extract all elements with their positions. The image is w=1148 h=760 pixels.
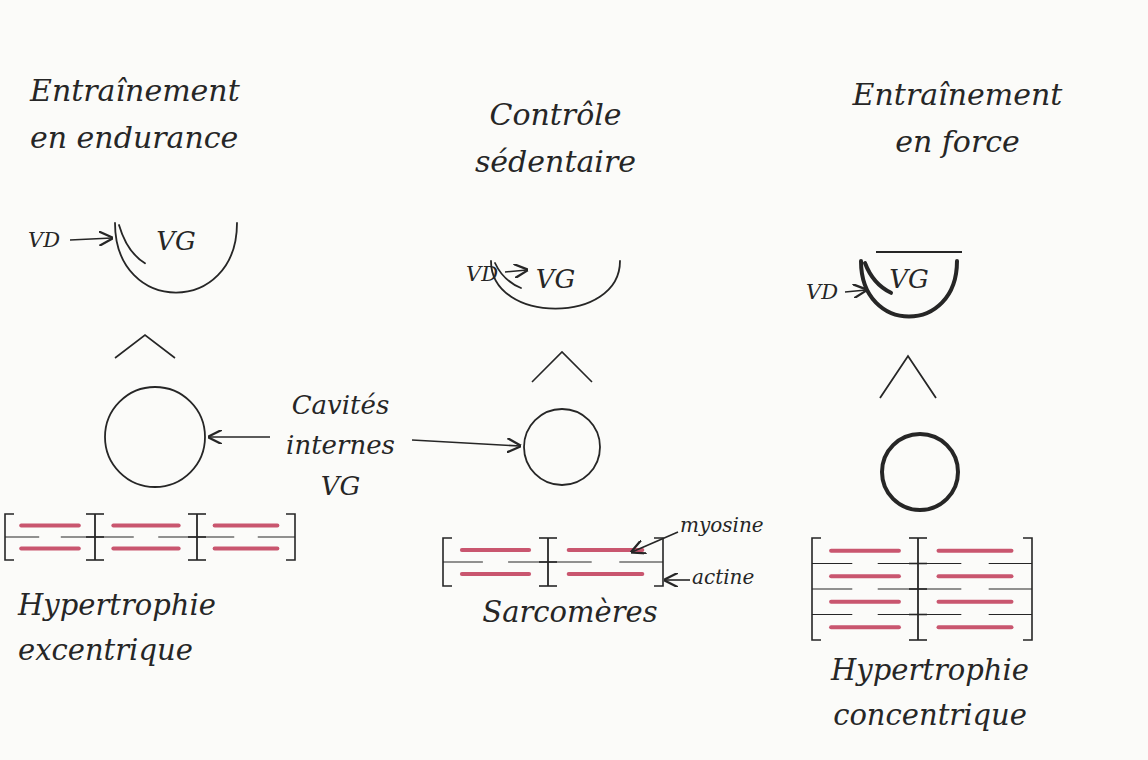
actin-filament bbox=[619, 561, 663, 562]
myosin-filament bbox=[21, 524, 79, 528]
chamber-label: VD bbox=[806, 276, 851, 309]
chamber-label: VD bbox=[466, 258, 511, 291]
actin-filament bbox=[5, 536, 39, 537]
pointer-arrow bbox=[505, 270, 527, 272]
actin-filament bbox=[878, 563, 962, 564]
septum-line bbox=[495, 263, 521, 288]
pointer-arrow bbox=[70, 238, 112, 240]
actin-filament bbox=[61, 536, 134, 537]
myosin-filament bbox=[215, 547, 278, 551]
hypertrophy-label: Hypertrophie concentrique bbox=[795, 648, 1065, 738]
leader-arrow bbox=[412, 440, 520, 446]
myosin-filament bbox=[939, 600, 1012, 604]
actin-filament bbox=[812, 614, 852, 615]
cavity-circle bbox=[882, 434, 958, 510]
z-tick bbox=[909, 537, 927, 539]
myosin-filament bbox=[831, 600, 899, 604]
column-heading: Contrôle sédentaire bbox=[448, 92, 663, 185]
myosin-filament bbox=[569, 572, 643, 576]
z-tick bbox=[909, 639, 927, 641]
cavity-label: Cavités internes VG bbox=[268, 385, 413, 506]
sarcomere bbox=[812, 538, 1032, 640]
myosin-filament bbox=[569, 548, 643, 552]
part-label: myosine bbox=[680, 510, 790, 541]
z-tick bbox=[539, 537, 557, 539]
myosin-filament bbox=[113, 524, 178, 528]
z-tick bbox=[188, 513, 206, 515]
pointer-arrow bbox=[845, 290, 866, 292]
myosin-filament bbox=[939, 574, 1012, 578]
myosin-filament bbox=[21, 547, 79, 551]
ventricle-outline: VG bbox=[112, 220, 240, 292]
myosin-filament bbox=[831, 574, 899, 578]
sarcomere bbox=[443, 538, 663, 586]
ventricle-outline: VG bbox=[488, 258, 623, 308]
leader-arrow bbox=[209, 436, 270, 438]
column-heading: Entraînement en force bbox=[830, 72, 1085, 165]
wall-line bbox=[876, 251, 962, 253]
chevron bbox=[115, 335, 175, 358]
ventricle-outline: VG bbox=[858, 258, 960, 316]
chevron bbox=[880, 356, 936, 398]
actin-filament bbox=[812, 563, 852, 564]
actin-filament bbox=[158, 536, 234, 537]
myosin-filament bbox=[113, 547, 178, 551]
z-tick bbox=[86, 513, 104, 515]
chevron bbox=[532, 352, 592, 382]
myosin-filament bbox=[462, 572, 529, 576]
actin-filament bbox=[812, 588, 852, 589]
chamber-label: VD bbox=[28, 224, 73, 257]
pointer-arrow bbox=[665, 579, 690, 581]
part-label: actine bbox=[692, 562, 792, 593]
hypertrophy-label: Hypertrophie excentrique bbox=[18, 583, 273, 673]
myosin-filament bbox=[939, 625, 1012, 629]
actin-filament bbox=[989, 563, 1032, 564]
column-heading: Entraînement en endurance bbox=[30, 68, 260, 161]
actin-filament bbox=[878, 614, 962, 615]
z-tick bbox=[86, 559, 104, 561]
actin-filament bbox=[443, 561, 483, 562]
z-tick bbox=[539, 585, 557, 587]
myosin-filament bbox=[831, 549, 899, 553]
myosin-filament bbox=[215, 524, 278, 528]
chamber-label: VG bbox=[112, 226, 240, 256]
chamber-label: VG bbox=[858, 264, 960, 294]
myosin-filament bbox=[939, 549, 1012, 553]
actin-filament bbox=[508, 561, 592, 562]
drawing bbox=[5, 238, 1032, 640]
cavity-circle bbox=[105, 387, 205, 487]
z-tick bbox=[188, 559, 206, 561]
actin-filament bbox=[878, 588, 962, 589]
actin-filament bbox=[989, 614, 1032, 615]
chamber-label: VG bbox=[488, 264, 623, 294]
pointer-arrow bbox=[632, 532, 678, 552]
actin-filament bbox=[258, 536, 295, 537]
part-label: Sarcomères bbox=[455, 590, 685, 635]
myosin-filament bbox=[831, 625, 899, 629]
sarcomere bbox=[5, 514, 295, 560]
septum-line bbox=[865, 263, 891, 293]
cavity-circle bbox=[524, 409, 600, 485]
septum-line bbox=[119, 225, 145, 263]
myosin-filament bbox=[462, 548, 529, 552]
actin-filament bbox=[989, 588, 1032, 589]
